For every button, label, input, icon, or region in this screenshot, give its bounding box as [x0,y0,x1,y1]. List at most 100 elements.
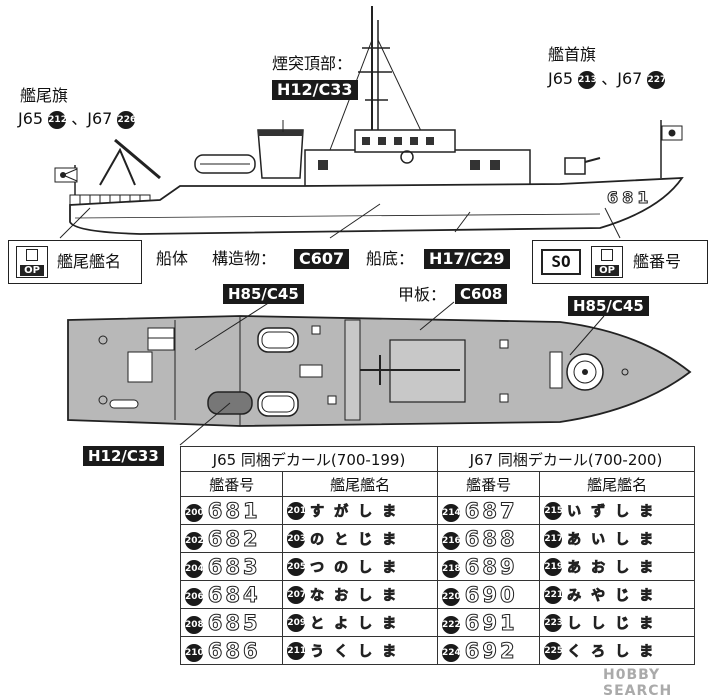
op-mark: OP [595,265,619,276]
decal-table: J65 同梱デカール(700-199) J67 同梱デカール(700-200) … [179,446,696,665]
bow-flag-decals: J65 213 、J67 227 [548,69,666,89]
decal-id-badge: 203 [287,530,306,548]
decal-id-badge: 200 [185,504,204,522]
bow-flag-kit-a: J65 [548,69,574,88]
bow-flag-kit-b: 、J67 [601,69,643,88]
decal-number-cell: 214 687 [436,496,541,525]
stern-name-decal: とよしま [310,615,407,632]
stern-name-decal: つのしま [310,559,407,576]
hull-number-decal: 689 [464,554,518,579]
deck-code-left: H85/C45 [223,284,304,304]
stern-name-decal: ししじま [567,615,664,632]
decal-id-badge: 208 [185,616,204,634]
decal-number-badge: 212 [48,110,67,129]
hull-number-decal: 690 [464,582,518,607]
boat-code: H12/C33 [83,446,164,466]
decal-id-badge: 207 [287,586,306,604]
stern-flag-decals: J65 212 、J67 226 [18,109,136,129]
decal-id-badge: 214 [441,504,461,522]
group-title-j67: J67 同梱デカール(700-200) [436,446,696,472]
decal-id-badge: 225 [544,642,563,660]
hull-number-decal: 683 [207,554,261,579]
decal-id-badge: 215 [544,502,563,520]
decal-id-badge: 202 [185,532,204,550]
decal-id-badge: 216 [441,532,461,550]
superstructure-label: 構造物： [212,249,277,268]
stern-name-decal: みやじま [567,587,664,604]
decal-name-cell: 203 のとじま [282,524,438,553]
deck-code: C608 [455,284,508,304]
col-header-number: 艦番号 [436,471,541,497]
decal-name-cell: 221 みやじま [539,580,695,609]
stern-name-legend: OP 艦尾艦名 [8,240,142,284]
decal-id-badge: 211 [287,642,306,660]
decal-id-badge: 220 [441,588,461,606]
decal-name-cell: 217 あいしま [539,524,695,553]
decal-number-cell: 216 688 [436,524,541,553]
decal-name-cell: 209 とよしま [282,608,438,637]
decal-id-badge: 217 [544,530,563,548]
hull-number-decal: 686 [207,638,261,663]
decal-id-badge: 205 [287,558,306,576]
funnel-top-code: H12/C33 [272,80,358,100]
stern-name-label: 艦尾艦名 [57,252,122,271]
stern-name-decal: うくしま [310,643,407,660]
funnel-top-label: 煙突頂部： [272,54,353,73]
col-header-number: 艦番号 [179,471,284,497]
decal-flag-icon [26,249,38,261]
stern-name-decal: のとじま [310,531,407,548]
decal-name-cell: 207 なおしま [282,580,438,609]
decal-name-cell: 215 いずしま [539,496,695,525]
hull-label: 船体 [156,249,189,268]
decal-id-badge: 223 [544,614,563,632]
table-header-row: 艦番号 艦尾艦名 艦番号 艦尾艦名 [179,471,695,497]
stern-flag-label: 艦尾旗 [20,86,69,105]
stern-name-decal: くろしま [567,643,664,660]
bottom-code: H17/C29 [424,249,510,269]
decal-name-cell: 211 うくしま [282,636,438,665]
so-decal-icon: SO [541,249,581,275]
bow-flag-label: 艦首旗 [548,45,597,64]
decal-name-cell: 219 あおしま [539,552,695,581]
decal-name-cell: 223 ししじま [539,608,695,637]
decal-number-cell: 204 683 [179,552,284,581]
hull-number-decal: 684 [207,582,261,607]
deck-label: 甲板： [398,285,447,304]
decal-id-badge: 204 [185,560,204,578]
hull-number-decal: 691 [464,610,518,635]
stern-name-decal: なおしま [310,587,407,604]
stern-name-decal: すがしま [310,503,407,520]
bottom-label: 船底： [366,249,415,268]
hull-number-decal: 687 [464,498,518,523]
stern-name-decal: あおしま [567,559,664,576]
op-decal-icon: OP [16,246,48,278]
op-mark: OP [20,265,44,276]
decal-id-badge: 201 [287,502,306,520]
decal-number-cell: 208 685 [179,608,284,637]
decal-number-cell: 206 684 [179,580,284,609]
decal-id-badge: 221 [544,586,563,604]
ship-side-view [54,6,684,239]
hull-number-decal: 692 [464,638,518,663]
hull-number-decal: 685 [207,610,261,635]
decal-id-badge: 224 [441,644,461,662]
decal-number-badge: 227 [647,70,666,89]
decal-id-badge: 218 [441,560,461,578]
decal-number-badge: 213 [578,70,597,89]
superstructure-code: C607 [294,249,350,269]
col-header-name: 艦尾艦名 [282,471,438,497]
decal-tables: J65 同梱デカール(700-199) J67 同梱デカール(700-200) … [179,446,696,665]
decal-id-badge: 210 [185,644,204,662]
decal-number-cell: 202 682 [179,524,284,553]
stern-flag-kit-a: J65 [18,109,44,128]
op-decal-icon: OP [591,246,623,278]
decal-flag-icon [601,249,613,261]
col-header-name: 艦尾艦名 [539,471,695,497]
hull-number-decal: 688 [464,526,518,551]
decal-number-cell: 224 692 [436,636,541,665]
group-title-j65: J65 同梱デカール(700-199) [180,446,438,472]
hull-number-decal: 681 [207,498,261,523]
watermark: H0BBY SEARCH [603,667,673,699]
